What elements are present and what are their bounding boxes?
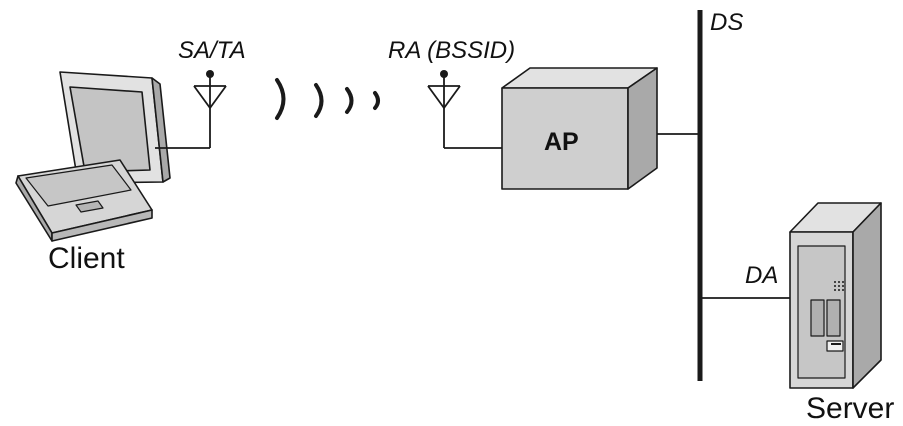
server-tower <box>789 202 882 389</box>
ap-box-side <box>627 67 658 190</box>
ap-antenna <box>427 74 502 149</box>
client-antenna <box>155 75 227 149</box>
server-bay-left <box>810 299 825 337</box>
server-vent-grille <box>834 281 844 291</box>
server-side <box>852 202 882 389</box>
radio-wave-3 <box>345 87 354 114</box>
ap-label: AP <box>544 128 579 156</box>
server-label: Server <box>806 392 894 425</box>
client-antenna-tip <box>206 70 214 78</box>
access-point-box <box>501 67 658 190</box>
da-label: DA <box>745 262 778 289</box>
laptop-touchpad <box>75 200 104 213</box>
ra-bssid-label: RA (BSSID) <box>388 37 515 64</box>
radio-wave-1 <box>275 78 286 120</box>
server-bay-right <box>826 299 841 337</box>
radio-waves <box>275 78 380 120</box>
ds-label: DS <box>710 9 743 36</box>
laptop-keyboard <box>25 164 132 207</box>
laptop-screen <box>69 86 151 173</box>
ap-antenna-tip <box>440 70 448 78</box>
radio-wave-2 <box>314 83 324 118</box>
server-drive-slot <box>826 340 844 352</box>
client-laptop <box>15 71 171 242</box>
client-label: Client <box>48 242 125 275</box>
sa-ta-label: SA/TA <box>178 37 246 64</box>
laptop-base-side <box>51 209 153 242</box>
radio-wave-4 <box>373 91 380 110</box>
